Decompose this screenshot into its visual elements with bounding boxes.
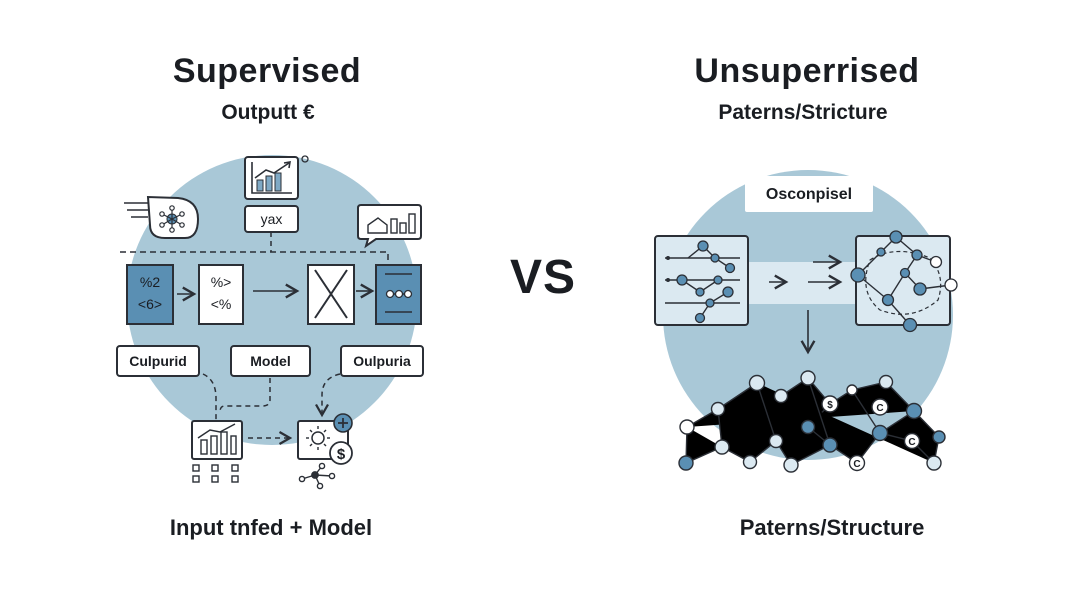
input-tile-1: %2 <6> <box>126 264 174 325</box>
add-icon <box>333 413 353 433</box>
svg-text:Oulpuria: Oulpuria <box>353 353 411 369</box>
svg-text:C: C <box>876 403 883 414</box>
svg-text:Model: Model <box>250 353 290 369</box>
node-glyphs: C C C $ <box>827 400 915 470</box>
output-tile <box>375 264 422 325</box>
svg-text:C: C <box>853 459 860 470</box>
svg-text:%>: %> <box>211 274 232 290</box>
svg-text:Culpurid: Culpurid <box>129 353 187 369</box>
supervised-title: Supervised <box>172 52 362 90</box>
unsupervised-subtitle: Paterns/Stricture <box>718 101 888 124</box>
svg-text:$: $ <box>337 446 346 463</box>
network-icon <box>298 462 336 490</box>
svg-text:Osconpisel: Osconpisel <box>766 186 852 203</box>
supervised-subtitle: Outputt € <box>221 101 315 124</box>
svg-text:C: C <box>908 437 915 448</box>
svg-text:<%: <% <box>211 296 232 312</box>
input-tile-2: %> <% <box>198 264 244 325</box>
supervised-caption: Input tnfed + Model <box>169 515 373 540</box>
chart-card-icon <box>244 156 299 200</box>
cluster-badge: Osconpisel <box>745 176 873 212</box>
unsupervised-title: Unsuperrised <box>694 52 920 90</box>
clustered-panel <box>850 230 958 333</box>
label-box-culpurid: Culpurid <box>116 345 200 377</box>
yax-label: yax <box>261 211 283 227</box>
results-chart-icon <box>191 420 243 460</box>
unsupervised-caption: Paterns/Structure <box>739 515 925 540</box>
dollar-icon: $ <box>329 441 353 465</box>
yax-box: yax <box>244 205 299 233</box>
speed-network-icon <box>124 195 200 239</box>
supervised-diagram: yax %2 <6> %> <% <box>116 155 424 490</box>
svg-text:%2: %2 <box>140 274 160 290</box>
model-cross-tile <box>307 264 355 325</box>
unsupervised-diagram: Osconpisel <box>654 170 958 473</box>
chat-chart-icon <box>357 204 422 249</box>
vs-label: VS <box>510 251 577 304</box>
pattern-nodes <box>678 370 946 473</box>
settings-dot-icon <box>301 155 309 163</box>
svg-text:<6>: <6> <box>138 296 162 312</box>
label-box-oulpuria: Oulpuria <box>340 345 424 377</box>
label-box-model: Model <box>230 345 311 377</box>
raw-data-panel <box>654 235 749 326</box>
svg-text:$: $ <box>827 400 833 411</box>
grid-dots-icon <box>192 464 239 483</box>
